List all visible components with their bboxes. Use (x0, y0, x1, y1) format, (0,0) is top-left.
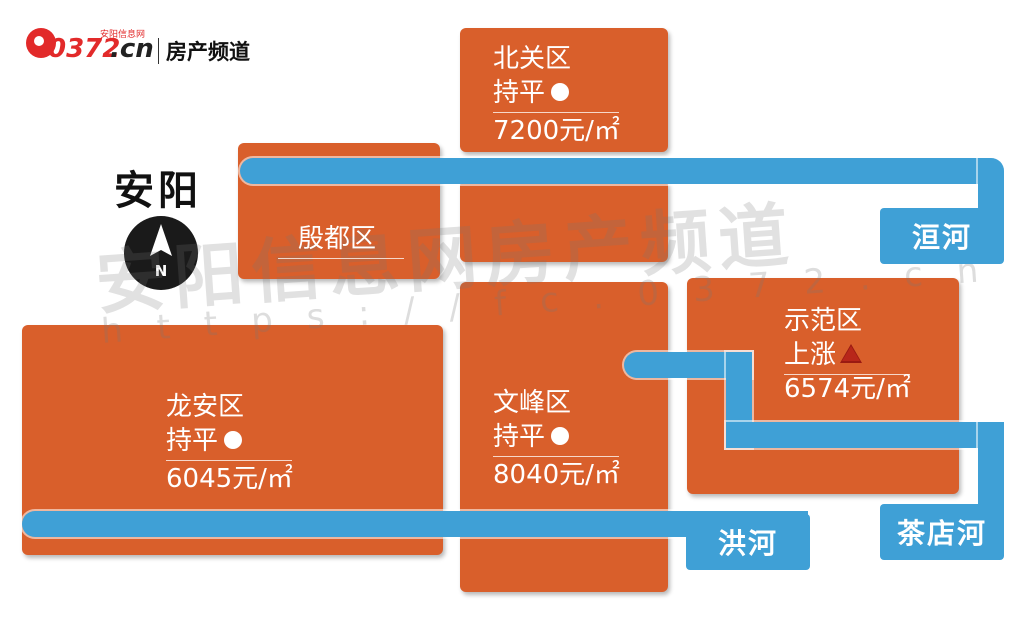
longan-trend-label: 持平 (166, 426, 219, 456)
hong-river-segment (22, 511, 808, 537)
logo-domain: .cn (110, 34, 154, 64)
logo-number: 0372 (48, 34, 121, 64)
wenfeng-trend: 持平 (493, 420, 570, 454)
shifan-divider (784, 374, 910, 375)
beiguan-trend: 持平 (493, 76, 570, 110)
wenfeng-name: 文峰区 (493, 388, 572, 418)
north-arrow-icon: N (124, 216, 198, 290)
beiguan-name: 北关区 (493, 44, 572, 74)
beiguan-price: 7200元/㎡ (493, 116, 620, 146)
mascot-icon (26, 28, 56, 58)
site-logo[interactable]: 0372 .cn 安阳信息网 房产频道 (22, 22, 252, 68)
shifan-price: 6574元/㎡ (784, 374, 911, 404)
chadian-river-segment (726, 422, 1004, 448)
shifan-name: 示范区 (784, 306, 863, 336)
chadian-river-segment (978, 422, 1004, 518)
logo-channel: 房产频道 (166, 40, 250, 64)
longan-name: 龙安区 (166, 392, 245, 422)
longan-price: 6045元/㎡ (166, 464, 293, 494)
rise-triangle-icon (840, 343, 863, 363)
district-beiguan-lower (460, 180, 668, 262)
huan-river-segment (240, 158, 1004, 184)
compass-letter: N (154, 262, 168, 280)
logo-site-name: 安阳信息网 (100, 30, 146, 40)
wenfeng-price: 8040元/㎡ (493, 460, 620, 490)
yindu-name: 殷都区 (298, 224, 377, 254)
flat-dot-icon (224, 430, 243, 449)
longan-trend: 持平 (166, 424, 243, 458)
logo-divider (158, 38, 159, 64)
wenfeng-trend-label: 持平 (493, 422, 546, 452)
shifan-trend-label: 上涨 (784, 340, 837, 370)
beiguan-trend-label: 持平 (493, 78, 546, 108)
flat-dot-icon (551, 82, 570, 101)
huan-river-label: 洹河 (880, 208, 1004, 264)
shifan-trend: 上涨 (784, 338, 863, 372)
compass-arrow-icon (150, 224, 172, 256)
wenfeng-divider (493, 456, 619, 457)
chadian-river-label: 茶店河 (880, 504, 1004, 560)
flat-dot-icon (551, 426, 570, 445)
city-title: 安阳 (114, 168, 202, 214)
longan-divider (166, 460, 292, 461)
hong-river-label: 洪河 (686, 514, 810, 570)
beiguan-divider (493, 112, 619, 113)
yindu-divider (278, 258, 404, 259)
